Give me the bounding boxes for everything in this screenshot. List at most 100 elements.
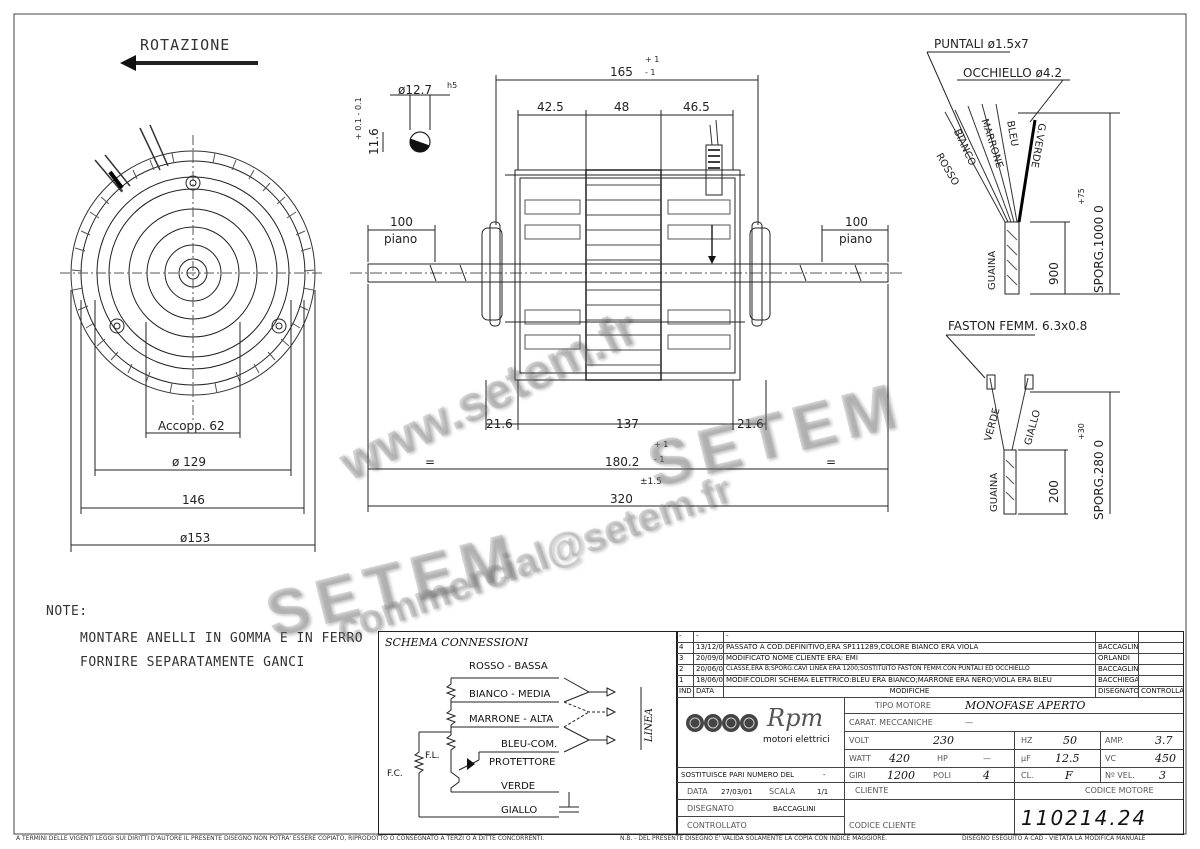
logo-text: Rpm — [767, 704, 824, 732]
dim-48: 48 — [614, 100, 630, 114]
side-view — [350, 75, 905, 512]
schema-fc: F.C. — [387, 769, 403, 779]
rev-1-ind: 1 — [677, 676, 694, 687]
rev-3-ind: 3 — [677, 654, 694, 665]
dim-320: 320 — [610, 492, 633, 506]
dim-100-right: 100 — [845, 215, 868, 229]
volt-cell: VOLT 230 — [845, 732, 1015, 750]
lead-wires — [926, 51, 1120, 515]
logo-box: Rpm motori elettrici — [677, 698, 845, 768]
cl-label: CL. — [1021, 771, 1034, 780]
dim-eq-left: = — [425, 455, 436, 469]
schema-verde: VERDE — [501, 781, 536, 792]
data-value: 27/03/01 — [721, 788, 753, 796]
carat-value: — — [965, 718, 973, 727]
front-view — [60, 124, 325, 552]
rev-1-text: MODIF.COLORI SCHEMA ELETTRICO:BLEU ERA B… — [724, 676, 1096, 687]
dim-165-tol-bot: - 1 — [645, 68, 656, 77]
schema-bleu: BLEU-COM. — [501, 739, 558, 750]
sostituisce-label: SOSTITUISCE PARI NUMERO DEL — [681, 771, 795, 779]
vc-cell: VC 450 — [1101, 750, 1183, 768]
nvel-value: 3 — [1159, 769, 1166, 782]
codice-motore-value: 110214.24 — [1021, 806, 1148, 830]
disegnato-value: BACCAGLINI — [773, 805, 816, 813]
cliente-label: CLIENTE — [855, 786, 889, 795]
controllato-cell: CONTROLLATO — [677, 817, 845, 834]
dim-eq-right: = — [826, 455, 837, 469]
dim-180-2-tol-top: + 1 — [654, 440, 669, 449]
carat-label: CARAT. MECCANICHE — [849, 718, 933, 727]
watt-hp-cell: WATT 420 HP — — [845, 750, 1015, 768]
dim-d12-7-tol: h5 — [447, 81, 458, 90]
rev-2-ind: 2 — [677, 665, 694, 676]
dim-d12-7: ø12.7 — [398, 83, 433, 97]
rev-col-modifiche: MODIFICHE — [724, 687, 1096, 698]
label-guaina-2: GUAINA — [989, 472, 1000, 512]
poli-label: POLI — [933, 771, 951, 780]
rev-col-disegnato: DISEGNATO — [1096, 687, 1139, 698]
dim-piano-left: piano — [384, 232, 418, 246]
vc-value: 450 — [1155, 752, 1176, 765]
nvel-cell: Nº VEL. 3 — [1101, 768, 1183, 783]
logo-subtitle: motori elettrici — [763, 735, 830, 745]
label-guaina-1: GUAINA — [987, 250, 998, 290]
dim-165-tol-top: + 1 — [645, 55, 660, 64]
rev-4-ind: 4 — [677, 643, 694, 654]
uf-cell: µF 12.5 — [1015, 750, 1101, 768]
sostituisce-value: - — [823, 771, 826, 779]
tipo-row: TIPO MOTORE MONOFASE APERTO — [845, 698, 1183, 714]
rev-col-data: DATA — [694, 687, 724, 698]
dim-200: 200 — [1047, 480, 1061, 503]
dim-320-tol: ±1.5 — [640, 477, 662, 487]
controllato-label: CONTROLLATO — [687, 821, 747, 830]
vc-label: VC — [1105, 754, 1117, 763]
codice-motore-label: CODICE MOTORE — [1085, 786, 1154, 795]
uf-value: 12.5 — [1055, 752, 1080, 765]
amp-cell: AMP. 3.7 — [1101, 732, 1183, 750]
dim-180-2: 180.2 — [605, 455, 640, 469]
dim-100-left: 100 — [390, 215, 413, 229]
schema-wiring — [413, 677, 642, 818]
schema-title: SCHEMA CONNESSIONI — [385, 636, 529, 649]
codice-motore-header: CODICE MOTORE — [1015, 783, 1183, 800]
dim-d129: ø 129 — [172, 455, 207, 469]
dim-180-2-tol-bot: - 1 — [654, 455, 665, 464]
poli-value: 4 — [983, 769, 990, 782]
dim-46-5: 46.5 — [683, 100, 710, 114]
rev-2-by: BACCAGLINI — [1096, 665, 1139, 676]
notes-line-2: FORNIRE SEPARATAMENTE GANCI — [80, 655, 305, 670]
dim-sporg-280: SPORG.280 0 — [1092, 439, 1106, 520]
dim-11-6-tol: + 0.1 - 0.1 — [354, 97, 363, 140]
rev-4-text: PASSATO A COD.DEFINITIVO,ERA SP111289,CO… — [724, 643, 1096, 654]
schema-marrone: MARRONE - ALTA — [469, 714, 554, 725]
footer-cad: DISEGNO ESEGUITO A CAD - VIETATA LA MODI… — [962, 835, 1146, 842]
dim-137: 137 — [616, 417, 639, 431]
notes-line-1: MONTARE ANELLI IN GOMMA E IN FERRO — [80, 631, 364, 646]
label-puntali: PUNTALI ø1.5x7 — [934, 37, 1029, 51]
giri-poli-cell: GIRI 1200 POLI 4 — [845, 768, 1015, 783]
rev-header-ind: - — [677, 632, 694, 643]
title-block: - - - 4 13/12/01 PASSATO A COD.DEFINITIV… — [676, 631, 1184, 835]
label-occhiello: OCCHIELLO ø4.2 — [963, 66, 1062, 80]
rev-col-ind: IND — [677, 687, 694, 698]
dim-146: 146 — [182, 493, 205, 507]
cl-value: F — [1065, 769, 1073, 782]
uf-label: µF — [1021, 754, 1031, 763]
rev-3-by: ORLANDI — [1096, 654, 1139, 665]
data-label: DATA — [687, 787, 708, 796]
cl-cell: CL. F — [1015, 768, 1101, 783]
schema-bianco: BIANCO - MEDIA — [469, 689, 551, 700]
footer-copyright: A TERMINI DELLE VIGENTI LEGGI SUI DIRITT… — [16, 835, 545, 842]
codice-motore-cell: 110214.24 — [1015, 800, 1183, 834]
label-faston: FASTON FEMM. 6.3x0.8 — [948, 319, 1088, 333]
giri-label: GIRI — [849, 771, 866, 780]
rev-1-date: 18/06/01 — [694, 676, 724, 687]
schema-protettore: PROTETTORE — [489, 757, 556, 768]
dim-42-5: 42.5 — [537, 100, 564, 114]
schema-fl: F.L. — [425, 751, 440, 761]
codice-cliente-label: CODICE CLIENTE — [849, 821, 916, 830]
codice-cliente-cell: CODICE CLIENTE — [845, 800, 1015, 834]
hz-label: HZ — [1021, 736, 1033, 745]
watt-value: 420 — [889, 752, 910, 765]
